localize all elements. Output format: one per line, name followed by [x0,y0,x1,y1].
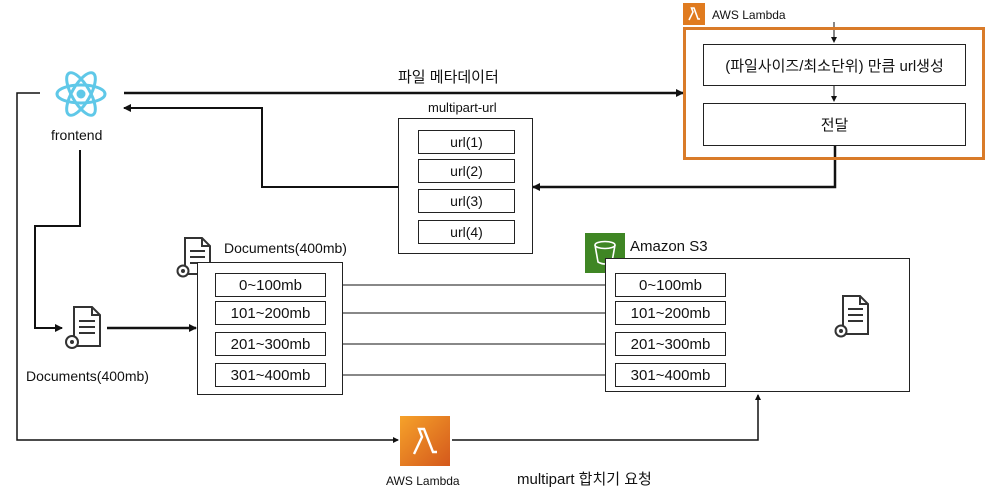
frontend-label: frontend [51,127,103,143]
s3-chunk-item: 0~100mb [615,273,726,297]
chunk-item: 101~200mb [215,301,326,325]
chunk-item: 301~400mb [215,363,326,387]
lambda-top-title: AWS Lambda [712,8,786,22]
merge-request-label: multipart 합치기 요청 [517,471,652,488]
lambda-icon [688,7,700,21]
lambda-step-deliver: 전달 [703,103,966,146]
url-item: url(3) [418,189,515,213]
lambda-step-generate-url: (파일사이즈/최소단위) 만큼 url생성 [703,44,966,86]
react-icon [55,71,107,117]
frontend-to-documents-arrow [34,150,81,332]
urls-to-frontend-arrow [123,104,398,188]
frontend-to-lambda-bottom-path [16,92,399,443]
lambda-bottom-label: AWS Lambda [386,474,460,488]
metadata-label: 파일 메타데이터 [398,69,499,86]
url-item: url(1) [418,130,515,154]
lambda-bottom-to-s3-arrow [452,394,761,441]
s3-chunk-item: 301~400mb [615,363,726,387]
url-item: url(2) [418,159,515,183]
chunk-item: 0~100mb [215,273,326,297]
lambda-bottom-badge [400,416,450,466]
multipart-url-title: multipart-url [428,100,497,115]
s3-chunk-item: 101~200mb [615,301,726,325]
document-gear-icon [65,306,101,349]
documents-left-label: Documents(400mb) [26,368,149,384]
lambda-icon [412,427,437,455]
s3-title: Amazon S3 [630,238,708,255]
document-gear-icon [834,295,869,338]
documents-chunks-title: Documents(400mb) [224,240,347,256]
s3-chunk-item: 201~300mb [615,332,726,356]
lambda-top-panel [683,27,985,160]
lambda-top-badge [683,3,705,25]
url-item: url(4) [418,220,515,244]
chunk-item: 201~300mb [215,332,326,356]
